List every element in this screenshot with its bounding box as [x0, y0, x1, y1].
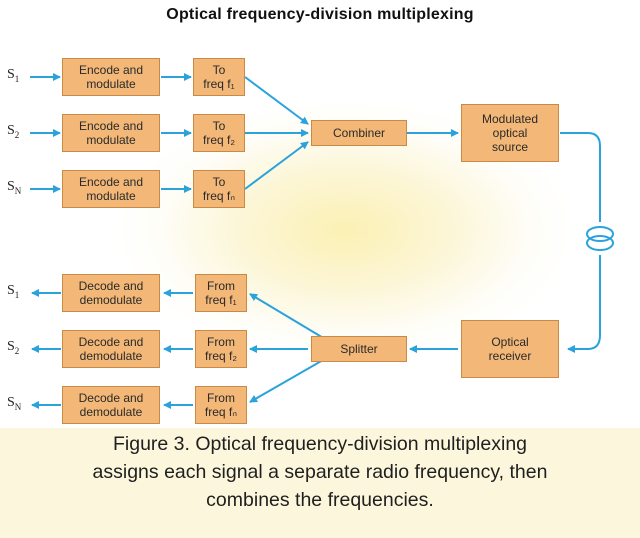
fiber-coil-2	[586, 235, 614, 251]
box-label: Modulated optical source	[481, 112, 539, 154]
encode-modulate-box-n: Encode and modulate	[62, 170, 160, 208]
box-label: From freq f₂	[204, 335, 237, 363]
fiber-in	[567, 255, 601, 353]
box-label: Encode and modulate	[78, 63, 144, 91]
signal-subscript: N	[14, 185, 22, 196]
box-label: From freq fₙ	[204, 391, 238, 419]
signal-subscript: 1	[14, 289, 20, 300]
modulated-optical-source-box: Modulated optical source	[461, 104, 559, 162]
fiber-coil-1	[586, 226, 614, 242]
to-freq-box-1: To freq f₁	[193, 58, 245, 96]
to-freq-box-n: To freq fₙ	[193, 170, 245, 208]
encode-modulate-box-1: Encode and modulate	[62, 58, 160, 96]
signal-s2-in: S2	[7, 123, 19, 140]
box-label: Combiner	[332, 126, 386, 140]
fiber-out	[560, 132, 601, 222]
signal-subscript: N	[14, 401, 22, 412]
signal-subscript: 2	[14, 345, 20, 356]
decode-demodulate-box-2: Decode and demodulate	[62, 330, 160, 368]
splitter-box: Splitter	[311, 336, 407, 362]
box-label: Encode and modulate	[78, 175, 144, 203]
from-freq-box-1: From freq f₁	[195, 274, 247, 312]
signal-letter: S	[7, 179, 15, 194]
signal-letter: S	[7, 395, 15, 410]
signal-s1-out: S1	[7, 283, 19, 300]
signal-sn-out: SN	[7, 395, 21, 412]
signal-s2-out: S2	[7, 339, 19, 356]
figure-caption: Figure 3. Optical frequency-division mul…	[0, 428, 640, 538]
signal-letter: S	[7, 283, 15, 298]
signal-subscript: 1	[14, 73, 20, 84]
signal-letter: S	[7, 67, 15, 82]
combiner-box: Combiner	[311, 120, 407, 146]
to-freq-box-2: To freq f₂	[193, 114, 245, 152]
decode-demodulate-box-1: Decode and demodulate	[62, 274, 160, 312]
box-label: Decode and demodulate	[78, 391, 144, 419]
box-label: Optical receiver	[488, 335, 532, 363]
signal-sn-in: SN	[7, 179, 21, 196]
arrow-tofreq1-combiner	[244, 76, 309, 125]
encode-modulate-box-2: Encode and modulate	[62, 114, 160, 152]
box-label: To freq fₙ	[202, 175, 236, 203]
diagram-title: Optical frequency-division multiplexing	[166, 6, 474, 23]
from-freq-box-n: From freq fₙ	[195, 386, 247, 424]
box-label: Splitter	[340, 342, 378, 356]
optical-receiver-box: Optical receiver	[461, 320, 559, 378]
box-label: To freq f₁	[203, 63, 235, 91]
box-label: Decode and demodulate	[78, 335, 144, 363]
box-label: From freq f₁	[205, 279, 237, 307]
from-freq-box-2: From freq f₂	[195, 330, 247, 368]
box-label: Decode and demodulate	[78, 279, 144, 307]
connector-arrows	[30, 73, 614, 409]
diagram-area: Optical frequency-division multiplexing	[0, 0, 640, 428]
signal-letter: S	[7, 123, 15, 138]
arrow-splitter-fromfreq1	[249, 293, 331, 343]
signal-subscript: 2	[14, 129, 20, 140]
arrow-tofreqn-combiner	[244, 141, 309, 190]
box-label: Encode and modulate	[78, 119, 144, 147]
caption-text: Figure 3. Optical frequency-division mul…	[92, 433, 548, 511]
arrow-splitter-fromfreqn	[249, 355, 331, 403]
signal-letter: S	[7, 339, 15, 354]
decode-demodulate-box-n: Decode and demodulate	[62, 386, 160, 424]
signal-s1-in: S1	[7, 67, 19, 84]
box-label: To freq f₂	[202, 119, 235, 147]
